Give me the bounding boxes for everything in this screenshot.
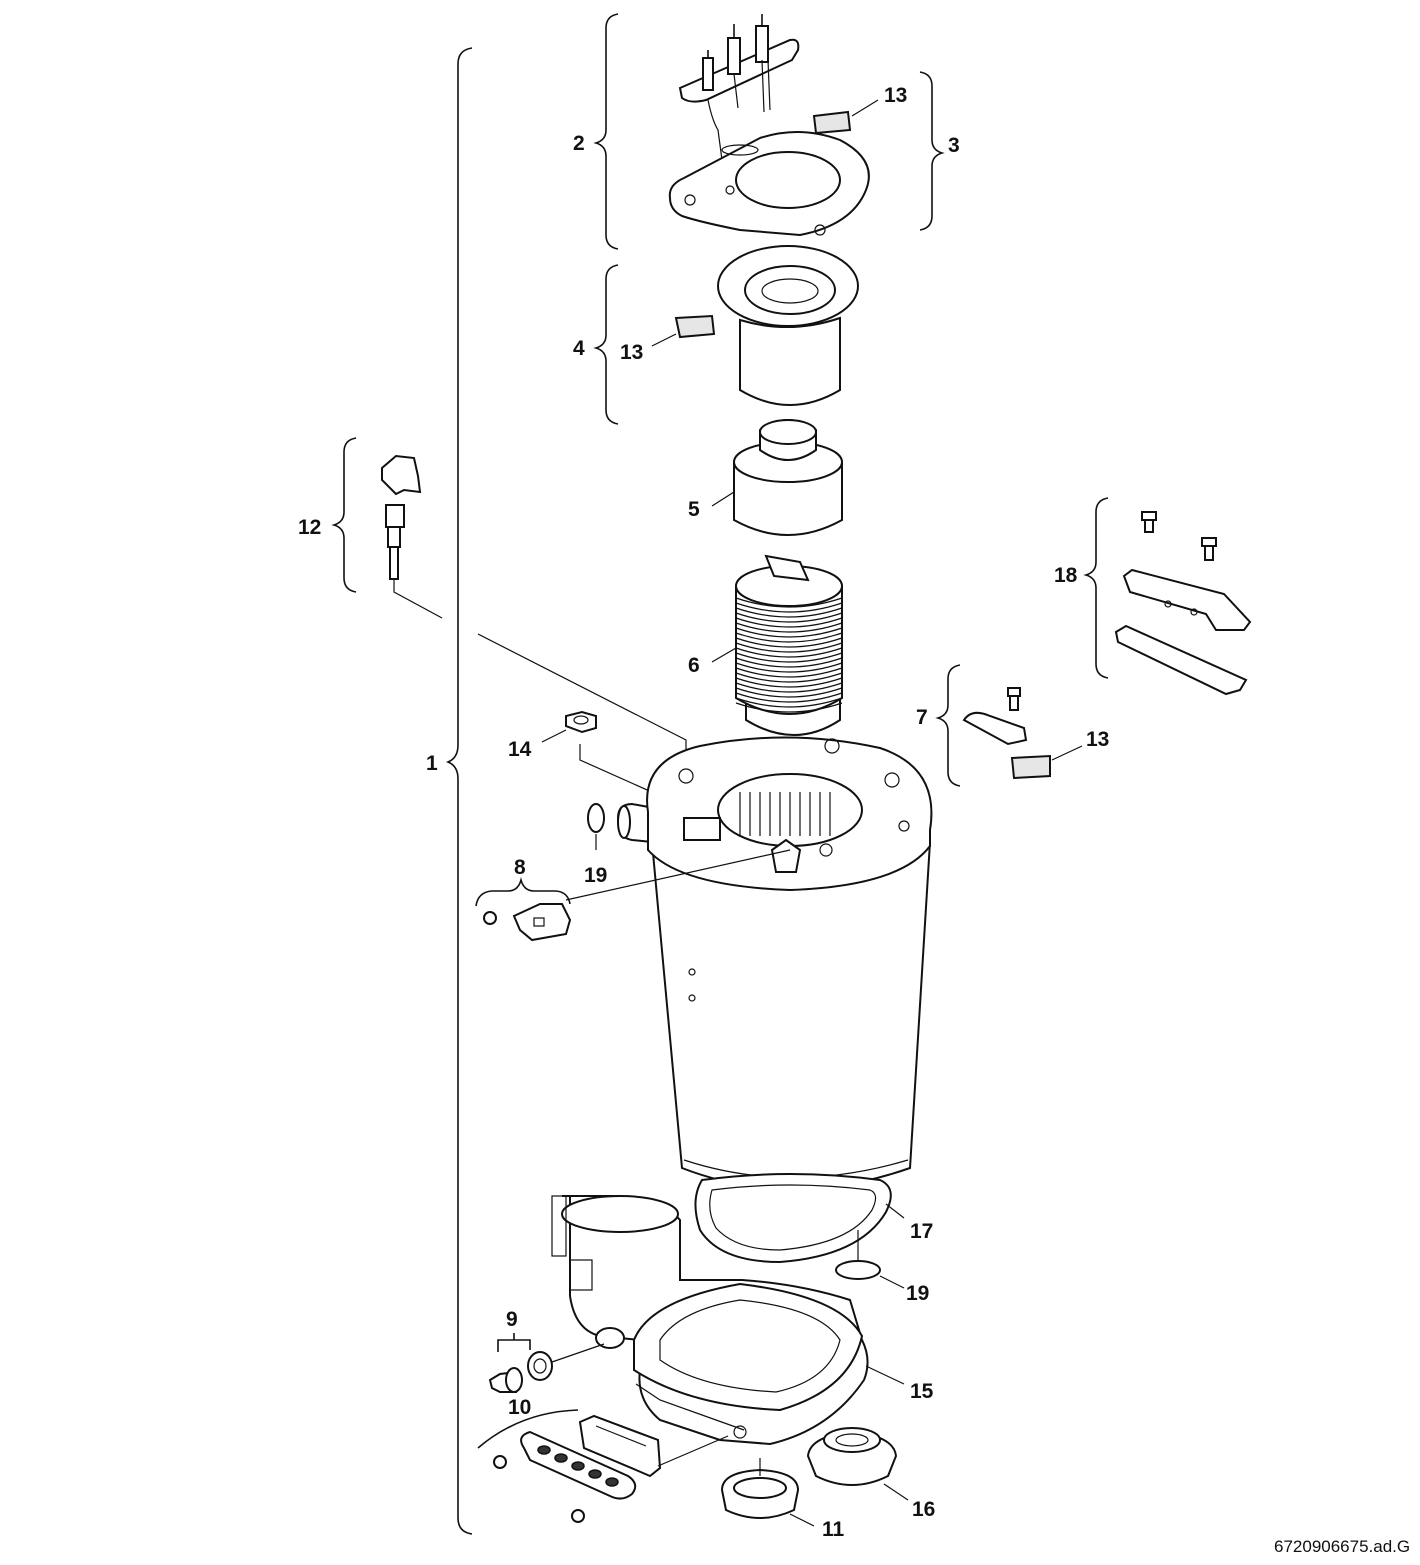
leader-13b	[651, 333, 677, 347]
bracket-8	[475, 876, 571, 907]
bracket-hole	[588, 1469, 602, 1479]
coil-winding	[735, 692, 843, 703]
drawing-reference: 6720906675.ad.G	[1274, 1537, 1410, 1556]
sump-gasket-icon	[694, 1173, 892, 1264]
drain-cap-icon	[720, 1468, 800, 1519]
callout-16: 16	[912, 1498, 935, 1521]
callout-2: 2	[573, 132, 585, 155]
condensate-base-icon	[551, 1195, 869, 1446]
spacer-pad-13c	[1010, 754, 1051, 780]
o-ring-icon	[587, 803, 605, 833]
coil-winding	[735, 632, 843, 643]
callout-13c: 13	[1086, 728, 1109, 751]
leader-16	[883, 1483, 909, 1501]
leader-15	[865, 1365, 905, 1385]
leader-19b	[879, 1275, 905, 1289]
nut-icon	[565, 710, 597, 734]
callout-13b: 13	[620, 341, 643, 364]
callout-14: 14	[508, 738, 532, 761]
siphon-cap-icon	[806, 1427, 898, 1486]
callout-3: 3	[948, 134, 960, 157]
bracket-hole	[571, 1461, 585, 1471]
coil-winding	[735, 697, 843, 708]
bracket-hole	[554, 1453, 568, 1463]
connector-fitting-icon	[616, 802, 656, 844]
leader-6	[711, 647, 737, 663]
bracket-1	[445, 47, 473, 1535]
coil-winding	[735, 612, 843, 623]
callout-19b: 19	[906, 1282, 929, 1305]
callout-8: 8	[514, 856, 526, 879]
sensor-clip-icon	[483, 903, 572, 942]
callout-11: 11	[822, 1518, 845, 1541]
leader-8	[565, 849, 791, 901]
leader-17	[885, 1203, 905, 1219]
spacer-pad-13a	[812, 110, 852, 135]
leader-9	[551, 1343, 605, 1363]
coil-winding	[735, 702, 843, 713]
electrode-assembly-icon	[678, 14, 800, 161]
callout-4: 4	[573, 337, 585, 360]
coil-winding	[735, 602, 843, 613]
mounting-rails-icon	[1114, 511, 1252, 696]
bracket-2	[593, 13, 619, 250]
callout-12: 12	[298, 516, 321, 539]
leader-11	[789, 1513, 815, 1527]
callout-15: 15	[910, 1380, 934, 1403]
callout-5: 5	[688, 498, 700, 521]
leader-10	[657, 1435, 729, 1467]
callout-7: 7	[916, 706, 928, 729]
coil-winding	[735, 677, 843, 688]
drain-fitting-icon	[488, 1351, 553, 1393]
bracket-10	[477, 1409, 579, 1449]
burner-sleeve-icon	[717, 245, 859, 406]
leader-5	[711, 491, 735, 507]
callout-19a: 19	[584, 864, 607, 887]
bracket-7	[935, 664, 961, 787]
coil-winding	[735, 622, 843, 633]
callout-18: 18	[1054, 564, 1078, 587]
temperature-sensor-icon	[381, 454, 443, 619]
callout-13a: 13	[884, 84, 907, 107]
coil-winding	[735, 607, 843, 618]
callout-9: 9	[506, 1308, 518, 1331]
leader-14-label	[541, 729, 567, 743]
coil-winding	[735, 682, 843, 693]
bracket-18	[1083, 497, 1109, 679]
heat-exchanger-coil-icon	[735, 554, 843, 736]
callout-10: 10	[508, 1396, 531, 1419]
bracket-12	[331, 437, 357, 593]
coil-winding	[735, 662, 843, 673]
spacer-pad-13b	[674, 314, 716, 339]
coil-winding	[735, 642, 843, 653]
gasket-icon	[668, 131, 870, 237]
coil-winding	[735, 687, 843, 698]
coil-winding	[735, 652, 843, 663]
heat-cell-body-icon	[646, 736, 933, 1190]
bracket-9	[497, 1333, 531, 1352]
bracket-hole	[605, 1477, 619, 1487]
callout-1: 1	[426, 752, 438, 775]
bracket-hole	[537, 1445, 551, 1455]
bracket-3	[919, 71, 945, 231]
coil-winding	[735, 672, 843, 683]
coil-winding	[735, 667, 843, 678]
callout-17: 17	[910, 1220, 933, 1243]
bracket-4	[593, 264, 619, 425]
leader-13a	[851, 99, 879, 117]
coil-winding	[735, 637, 843, 648]
coil-winding	[735, 627, 843, 638]
mounting-bracket-icon	[493, 1414, 662, 1523]
leader-13c	[1051, 745, 1083, 761]
coil-winding	[735, 647, 843, 658]
o-ring-lower-icon	[835, 1260, 881, 1280]
coil-winding	[735, 657, 843, 668]
callout-6: 6	[688, 654, 700, 677]
sensor-bracket-icon	[962, 687, 1028, 746]
burner-cap-icon	[733, 419, 843, 536]
coil-winding	[735, 617, 843, 628]
